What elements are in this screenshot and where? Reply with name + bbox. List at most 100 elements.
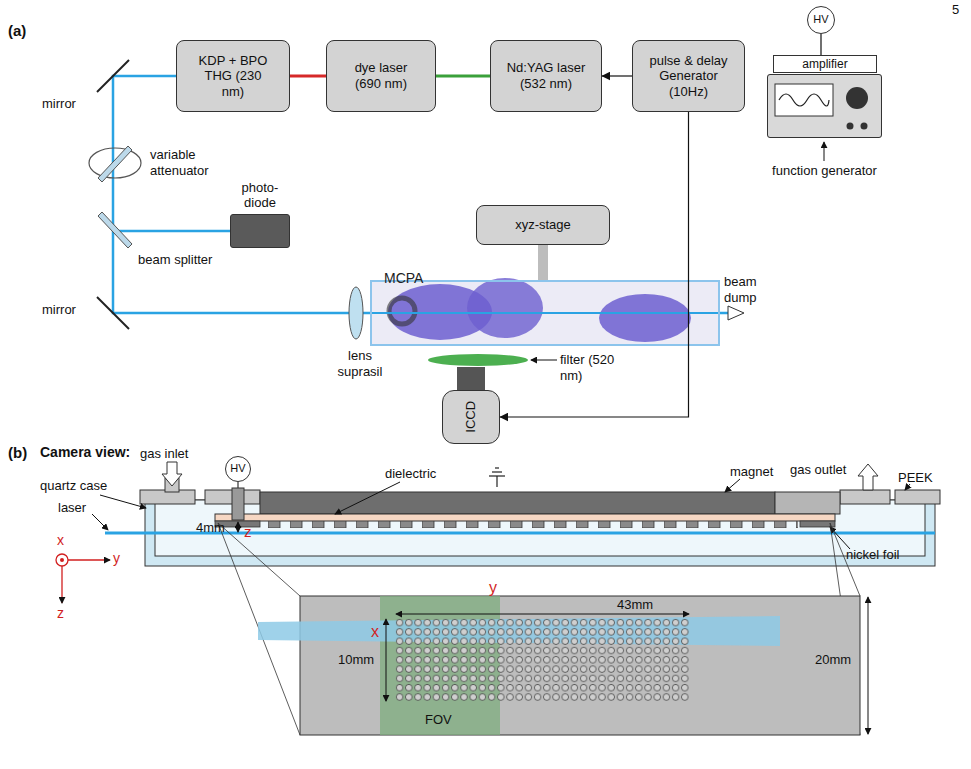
- text-label: lens suprasil: [330, 348, 390, 379]
- text-label: y: [489, 578, 497, 597]
- attenuator-plate: [98, 146, 132, 182]
- node-text: Nd:YAG laser (532 nm): [501, 60, 591, 91]
- text-label: FOV: [425, 712, 452, 728]
- connector: [820, 34, 821, 55]
- text-label: 5: [952, 2, 959, 18]
- generator-screen: [775, 84, 833, 116]
- mcpa-image: [370, 280, 720, 346]
- node-text: amplifier: [802, 57, 847, 71]
- connector: [602, 75, 632, 76]
- filter-symbol: [428, 354, 528, 366]
- text-label: magnet: [730, 464, 773, 480]
- axis-arrow: [68, 559, 110, 560]
- ground-symbol: [489, 475, 505, 476]
- hv-wire: [237, 482, 238, 488]
- mirror-symbol: [97, 60, 129, 92]
- generator-button: [861, 123, 868, 130]
- axis-arrow: [61, 566, 62, 603]
- axis-out-of-plane: [56, 554, 68, 566]
- dimension-arrow: [386, 619, 387, 701]
- text-label: y: [113, 550, 120, 567]
- camera-head: [457, 367, 485, 390]
- dielectric-layer: [215, 514, 835, 521]
- node-text: HV: [813, 13, 828, 26]
- node-text: MCPA: [384, 270, 423, 287]
- connector: [290, 75, 326, 78]
- function-generator-body: [767, 74, 882, 138]
- peek-flange: [895, 490, 940, 504]
- text-label: 10mm: [338, 652, 374, 668]
- hole-array: [395, 618, 690, 702]
- node-box: Nd:YAG laser (532 nm): [490, 40, 602, 112]
- sine-wave: [779, 94, 829, 106]
- node-box: KDP + BPO THG (230 nm): [176, 40, 290, 112]
- text-label: z: [244, 523, 252, 541]
- text-label: mirror: [42, 96, 76, 112]
- node-box: MCPA: [370, 280, 720, 346]
- leader-arrow: [824, 142, 825, 161]
- text-label: dielectric: [385, 466, 436, 482]
- laser-beam: [370, 312, 720, 314]
- text-label: nickel foil: [846, 547, 899, 563]
- node-box: ICCD: [442, 390, 500, 444]
- text-label: x: [57, 532, 64, 549]
- mcpa-ring: [389, 298, 415, 324]
- text-label: gas inlet: [140, 446, 188, 462]
- text-label: filter (520 nm): [560, 352, 620, 383]
- text-label: gas outlet: [790, 462, 846, 478]
- dimension-arrow: [238, 522, 239, 532]
- beam-dump-symbol: [728, 306, 744, 320]
- node-text: ICCD: [463, 401, 479, 433]
- ground-symbol: [492, 471, 502, 472]
- text-label: quartz case: [40, 478, 107, 494]
- node-box: dye laser (690 nm): [326, 40, 436, 112]
- node-box: HV: [807, 6, 835, 34]
- gas-outlet-arrow: [858, 464, 878, 490]
- axis-dot: [60, 558, 64, 562]
- generator-button: [847, 123, 854, 130]
- hv-plug: [232, 488, 244, 520]
- node-text: xyz-stage: [515, 217, 571, 233]
- node-text: function generator: [765, 163, 885, 179]
- node-box: photo- diode: [230, 214, 290, 248]
- text-label: beam splitter: [138, 252, 258, 268]
- dimension-arrow: [868, 597, 869, 734]
- generator-knob: [846, 87, 868, 109]
- peek-block: [775, 492, 840, 514]
- zoom-line: [218, 523, 300, 596]
- connector: [500, 112, 689, 417]
- node-box: pulse & delay Generator (10Hz): [632, 40, 745, 112]
- leader-arrow: [335, 482, 400, 514]
- text-label: mirror: [42, 302, 76, 318]
- laser-beam: [113, 230, 230, 233]
- leader-arrow: [92, 514, 108, 530]
- flange: [840, 490, 890, 504]
- connector: [538, 245, 548, 280]
- text-label: PEEK: [898, 470, 933, 486]
- ground-symbol: [496, 476, 497, 487]
- leader-arrow: [531, 360, 557, 361]
- node-box: xyz-stage: [476, 205, 610, 245]
- node-box: function generator: [767, 74, 882, 138]
- lens-symbol: [349, 287, 363, 339]
- text-label: 43mm: [617, 597, 653, 613]
- text-label: 4mm: [196, 520, 225, 536]
- text-label: z: [57, 605, 64, 622]
- node-box: HV: [225, 456, 251, 482]
- node-text: pulse & delay Generator (10Hz): [645, 53, 732, 100]
- plasma-glow: [599, 294, 691, 342]
- text-label: variable attenuator: [150, 147, 230, 178]
- mirror-symbol: [97, 297, 129, 329]
- node-box: amplifier: [773, 55, 877, 73]
- electrode-array: [268, 521, 798, 528]
- gas-inlet-arrow: [162, 462, 182, 486]
- text-label: Camera view:: [40, 444, 130, 461]
- text-label: laser: [58, 500, 86, 516]
- text-label: x: [371, 622, 379, 641]
- ground-symbol: [495, 467, 499, 468]
- text-label: (a): [8, 22, 26, 40]
- text-label: beam dump: [724, 274, 769, 305]
- leader-arrow: [725, 479, 740, 492]
- node-text: dye laser (690 nm): [345, 60, 417, 91]
